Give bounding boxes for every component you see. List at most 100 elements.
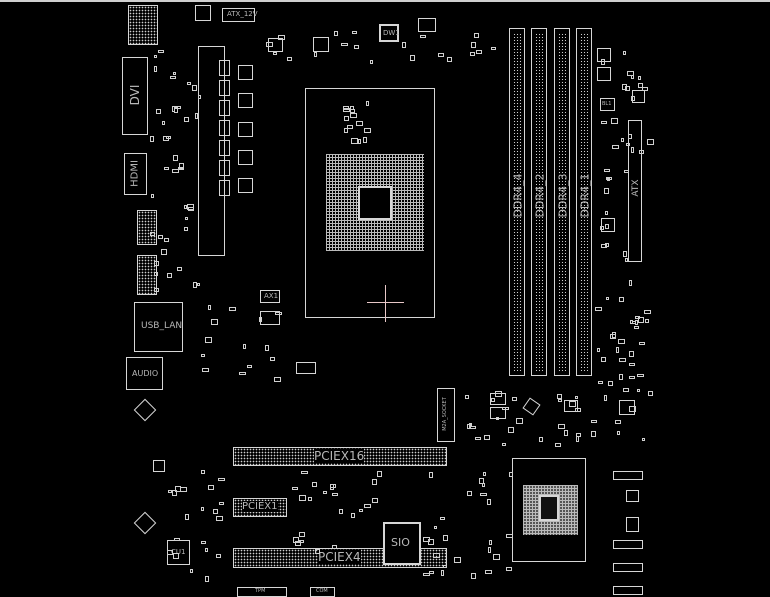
mosfet[interactable] [219,120,230,136]
smd-pad [264,344,269,351]
component[interactable] [490,407,506,419]
usb-lan-connector[interactable]: USB_LAN [134,302,183,352]
smd-pad [563,430,568,437]
smd-pad [229,306,237,311]
com-header[interactable]: COM [310,587,335,597]
smd-pad [429,571,435,575]
ic-chip[interactable] [522,397,541,416]
usb-connector[interactable] [137,255,157,295]
smd-pad [299,539,305,543]
mosfet[interactable] [219,180,230,196]
header[interactable] [613,586,643,595]
mosfet[interactable] [219,140,230,156]
m2-label: M2A_SOCKET [442,397,448,431]
atx-12v-connector[interactable]: ATX_12V [222,8,258,22]
hdmi-connector[interactable]: HDMI [124,153,147,195]
smd-pad [646,139,654,146]
dimm-slot-1[interactable]: DDR4_4 [509,28,525,376]
component[interactable] [626,490,639,502]
smd-pad [600,356,606,362]
smd-pad [628,375,635,379]
header[interactable] [613,471,643,480]
cpu-socket[interactable] [305,88,435,318]
mosfet[interactable] [418,18,436,32]
choke[interactable] [238,122,253,137]
header[interactable] [613,563,643,572]
choke[interactable] [238,93,253,108]
smd-pad [639,341,646,345]
smd-pad [238,371,246,375]
dimm-slot-4[interactable]: DDR4_1 [576,28,592,376]
smd-pad [204,547,208,552]
smd-pad [637,76,641,80]
smd-pad [343,128,348,134]
choke[interactable] [238,178,253,193]
crystal[interactable] [296,362,316,374]
dw1-chip[interactable]: DW1 [379,24,400,42]
mosfet[interactable] [313,37,329,52]
component[interactable] [597,67,611,81]
header[interactable] [613,540,643,549]
smd-pad [201,368,209,373]
smd-pad [176,267,182,272]
usb-connector[interactable] [137,210,157,245]
mosfet[interactable] [219,100,230,116]
pch-outline[interactable] [512,458,586,562]
smd-pad [590,431,596,438]
pciex16-slot[interactable]: PCIEX16 [233,447,447,466]
smd-pad [332,545,338,550]
smd-pad [501,443,506,447]
bl1-label: BL1 [602,101,612,107]
smd-pad [489,539,493,545]
dimm-slot-2[interactable]: DDR4_2 [531,28,547,376]
atx-connector[interactable]: ATX [628,120,642,262]
m2-socket[interactable]: M2A_SOCKET [437,388,455,442]
smd-pad [364,503,372,508]
component[interactable] [564,400,578,412]
mosfet[interactable] [219,60,230,76]
component[interactable] [601,218,615,232]
bl1-chip[interactable]: BL1 [600,98,615,111]
sio-chip[interactable]: SIO [383,522,421,565]
mosfet[interactable] [219,160,230,176]
smd-pad [196,282,200,286]
pch-die [539,495,559,521]
fan-header[interactable] [195,5,211,21]
usb-stack-connector[interactable] [128,5,158,45]
smd-pad [154,287,160,292]
smd-pad [187,81,192,85]
smd-pad [601,243,608,248]
tpm-header[interactable]: TPM [237,587,287,597]
dvi-connector[interactable]: DVI [122,57,148,135]
mosfet[interactable] [219,80,230,96]
mosfet[interactable] [268,38,283,52]
ic-chip[interactable] [133,398,157,422]
smd-pad [372,479,378,486]
audio-connector[interactable]: AUDIO [126,357,163,390]
smd-pad [357,138,361,144]
pciex1-slot[interactable]: PCIEX1 [233,498,287,517]
dvi-label: DVI [128,84,142,106]
smd-pad [612,145,620,150]
ic-chip[interactable] [133,511,157,535]
component[interactable] [490,393,506,405]
choke[interactable] [238,65,253,80]
smd-pad [197,95,201,100]
smd-pad [624,86,630,92]
component[interactable] [153,460,165,472]
smd-pad [628,280,632,287]
smd-pad [606,176,613,180]
smd-pad [295,540,302,546]
component[interactable] [626,517,639,532]
smd-pad [466,490,472,496]
smd-pad [603,394,607,401]
smd-pad [464,395,469,400]
ax1-component[interactable]: AX1 [260,290,280,303]
smd-pad [604,242,609,247]
smd-pad [482,472,486,477]
choke[interactable] [238,150,253,165]
smd-pad [616,346,620,353]
dimm-slot-3[interactable]: DDR4_3 [554,28,570,376]
atx-label: ATX [631,179,641,197]
smd-pad [307,496,312,501]
